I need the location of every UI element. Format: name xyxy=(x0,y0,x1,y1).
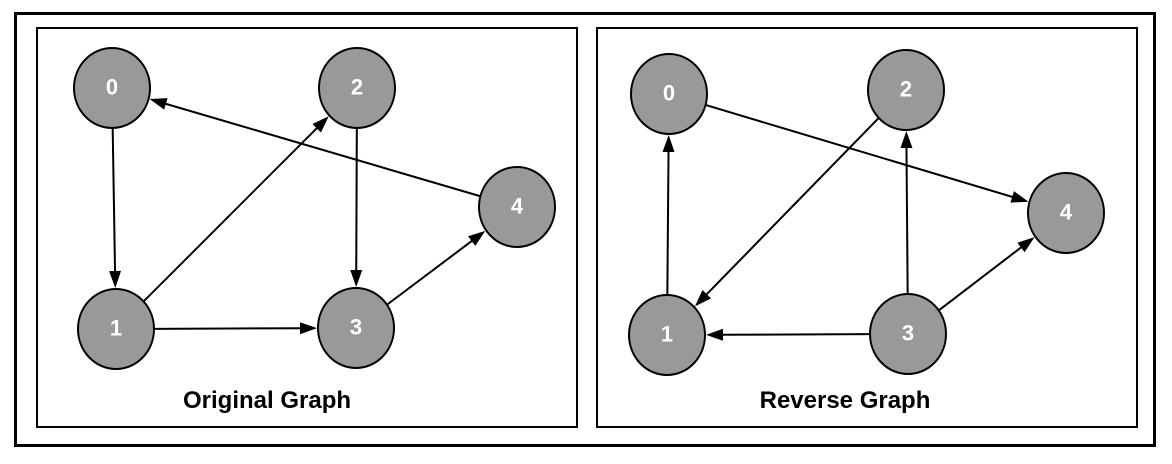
edge-2-to-1 xyxy=(694,117,880,307)
arrowhead-icon xyxy=(312,116,329,133)
graph-node-3: 3 xyxy=(317,287,395,369)
graph-node-4: 4 xyxy=(478,166,556,248)
edge-1-to-2 xyxy=(142,116,329,303)
edge-0-to-4 xyxy=(705,103,1029,203)
arrowhead-icon xyxy=(468,230,486,246)
edge-3-to-4 xyxy=(386,230,486,306)
graph-node-1: 1 xyxy=(77,288,155,370)
arrowhead-icon xyxy=(1010,191,1029,203)
edge-4-to-0 xyxy=(149,98,481,198)
arrowhead-icon xyxy=(350,269,363,288)
edge-3-to-4 xyxy=(938,237,1035,312)
graph-node-2: 2 xyxy=(318,47,396,129)
arrowhead-icon xyxy=(1017,237,1035,253)
reverse-graph-title: Reverse Graph xyxy=(759,387,931,414)
edge-2-to-3 xyxy=(350,127,363,288)
node-label: 2 xyxy=(900,77,912,102)
arrowhead-icon xyxy=(705,328,724,341)
arrowhead-icon xyxy=(694,290,712,307)
node-label: 0 xyxy=(106,75,118,100)
graph-node-3: 3 xyxy=(869,293,947,375)
edge-0-to-1 xyxy=(109,127,122,289)
node-label: 4 xyxy=(1060,200,1073,225)
original-graph-panel: 0 1 2 3 4 Original Graph xyxy=(36,27,578,428)
graph-node-0: 0 xyxy=(630,53,708,135)
original-graph-title: Original Graph xyxy=(182,387,352,414)
node-label: 4 xyxy=(511,194,524,219)
arrowhead-icon xyxy=(299,322,318,335)
reverse-graph-drawing: 0 1 2 3 4 xyxy=(628,49,1105,376)
arrowhead-icon xyxy=(900,130,913,149)
arrowhead-icon xyxy=(109,270,122,289)
graph-node-2: 2 xyxy=(867,49,945,131)
edge-1-to-0 xyxy=(662,134,675,296)
graph-node-4: 4 xyxy=(1027,172,1105,254)
edge-3-to-2 xyxy=(900,130,913,295)
arrowhead-icon xyxy=(662,134,675,153)
node-label: 1 xyxy=(661,322,673,347)
node-label: 3 xyxy=(902,321,914,346)
graph-node-1: 1 xyxy=(628,294,706,376)
edge-1-to-3 xyxy=(153,322,318,335)
edge-3-to-1 xyxy=(705,328,871,341)
node-label: 3 xyxy=(350,315,362,340)
node-label: 0 xyxy=(663,81,675,106)
arrowhead-icon xyxy=(149,98,168,110)
original-graph-drawing: 0 1 2 3 4 xyxy=(73,47,556,370)
node-label: 1 xyxy=(110,316,122,341)
reverse-graph-panel: 0 1 2 3 4 Reverse Graph xyxy=(596,27,1138,428)
node-label: 2 xyxy=(351,75,363,100)
graph-node-0: 0 xyxy=(73,47,151,129)
